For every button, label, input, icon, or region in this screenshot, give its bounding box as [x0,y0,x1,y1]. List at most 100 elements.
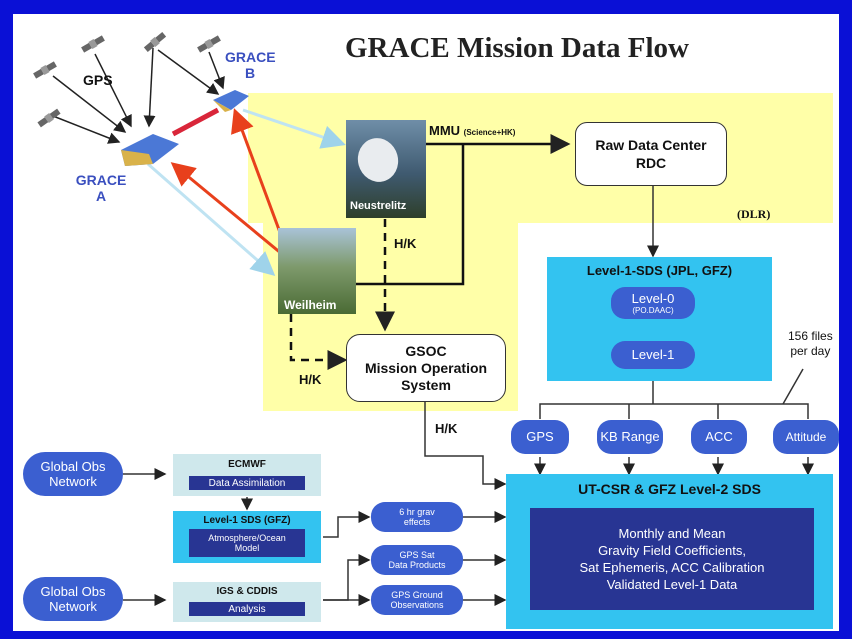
kband-link [171,107,220,137]
level1-sds-panel: Level-1-SDS (JPL, GFZ) Level-0 (PO.DAAC)… [547,257,772,381]
ecmwf-sub: Data Assimilation [189,476,305,490]
igs-sub: Analysis [189,602,305,616]
gsoc-line2: Mission Operation [364,359,488,376]
global-obs-network-2: Global Obs Network [23,577,123,621]
level2-products-box: Monthly and Mean Gravity Field Coefficie… [530,508,814,610]
gsoc-line1: GSOC [405,342,447,359]
product-attitude: Attitude [773,420,839,454]
grace-b-label-line2: B [244,65,256,81]
gps-satellite-icon [197,35,221,53]
gps-signal-line [157,49,220,95]
igs-title: IGS & CDDIS [216,586,278,597]
gps-signal-line [143,47,156,128]
level2-line4: Validated Level-1 Data [606,577,738,592]
gsoc-to-level2 [424,401,507,490]
files-note-pointer [782,368,804,405]
weilheim-to-mmu-line [343,144,465,286]
hk-label-weilheim: H/K [299,372,322,387]
aux-gps-sat-data-products: GPS Sat Data Products [371,545,463,575]
grace-a-label-line1: GRACE [75,172,127,188]
aux-gpssat-line2: Data Products [388,560,446,570]
satellites-layer [33,31,249,166]
aux-gpssat-line1: GPS Sat [399,550,435,560]
global-obs-network-1: Global Obs Network [23,452,123,496]
gps-satellite-icon [143,31,167,53]
gps-satellite-icon [81,35,105,53]
level2-line3: Sat Ephemeris, ACC Calibration [579,560,765,575]
page-title: GRACE Mission Data Flow [345,32,689,64]
rdc-line2: RDC [635,155,667,171]
global-obs-1-line2: Network [49,474,97,489]
global-obs-2-line1: Global Obs [40,584,106,599]
connectors [52,47,814,606]
neustrelitz-label: Neustrelitz [350,200,407,212]
level1-node: Level-1 [611,341,695,369]
neustrelitz-station-image: Neustrelitz [346,120,426,218]
gps-signal-line [52,115,121,144]
product-gps: GPS [511,420,569,454]
aux-gpsground-line1: GPS Ground [391,590,443,600]
level2-line1: Monthly and Mean [618,526,726,541]
level1-gfz-box: Level-1 SDS (GFZ) Atmosphere/Ocean Model [173,511,321,563]
level1-gfz-sub: Atmosphere/Ocean Model [189,529,305,557]
files-note-line2: per day [790,344,831,358]
gsoc-line3: System [401,376,451,393]
rdc-line1: Raw Data Center [595,137,707,153]
level2-sds-panel: UT-CSR & GFZ Level-2 SDS Monthly and Mea… [506,474,833,629]
gsoc-box: GSOC Mission Operation System [346,334,506,402]
grace-a-label-line2: A [95,188,107,204]
gps-satellite-icon [33,61,57,79]
grace-b-satellite-icon [213,90,249,112]
grace-b-label-line1: GRACE [225,49,276,65]
level0-label: Level-0 [631,290,675,306]
aux-gps-ground-observations: GPS Ground Observations [371,585,463,615]
dlr-label: (DLR) [737,207,771,221]
level1-label: Level-1 [631,347,675,362]
hk-label-neustrelitz: H/K [394,236,417,251]
level1-gfz-sub-line2: Model [234,543,260,553]
level1-gfz-title: Level-1 SDS (GFZ) [203,515,291,526]
level2-title: UT-CSR & GFZ Level-2 SDS [578,481,761,497]
level0-sublabel: (PO.DAAC) [632,305,674,315]
mmu-label: MMU (Science+HK) [429,123,515,138]
raw-data-center-box: Raw Data Center RDC [575,122,727,186]
gps-signal-line [52,75,127,133]
ecmwf-box: ECMWF Data Assimilation [173,454,321,496]
weilheim-station-image: Weilheim [278,228,356,314]
uplink-arrow-a [170,162,289,261]
grace-a-satellite-icon [121,134,179,166]
dlr-region [248,93,833,223]
aux-6hr-line2: effects [403,517,431,527]
igs-cddis-box: IGS & CDDIS Analysis [173,582,321,622]
aux-6hr-grav-effects: 6 hr grav effects [371,502,463,532]
ecmwf-title: ECMWF [228,459,266,470]
global-obs-2-line2: Network [49,599,97,614]
product-kb-range: KB Range [597,420,663,454]
downlink-arrow-b [242,108,346,149]
product-acc: ACC [691,420,747,454]
gfz-to-6hr [323,511,371,538]
level0-node: Level-0 (PO.DAAC) [611,287,695,319]
files-per-day-note: 156 files per day [788,329,833,359]
level1-sds-title: Level-1-SDS (JPL, GFZ) [586,263,733,278]
level1-gfz-sub-line1: Atmosphere/Ocean [208,533,286,543]
downlink-arrow-a [147,162,276,276]
gps-signal-line [94,53,132,128]
gps-signal-line [208,51,225,90]
diagram-canvas: GRACE Mission Data Flow [13,14,839,631]
aux-6hr-line1: 6 hr grav [399,507,435,517]
hk-dashed-weilheim [289,314,348,370]
antenna-dish-icon [352,133,404,187]
mmu-detail: (Science+HK) [463,128,516,137]
products-bus [539,403,809,419]
level2-line2: Gravity Field Coefficients, [598,543,746,558]
aux-gpsground-line2: Observations [390,600,444,610]
weilheim-label: Weilheim [284,298,337,312]
hk-label-gsoc: H/K [435,421,458,436]
global-obs-1-line1: Global Obs [40,459,106,474]
gps-label: GPS [83,72,113,88]
files-note-line1: 156 files [788,329,833,343]
mmu-text: MMU [429,123,461,138]
